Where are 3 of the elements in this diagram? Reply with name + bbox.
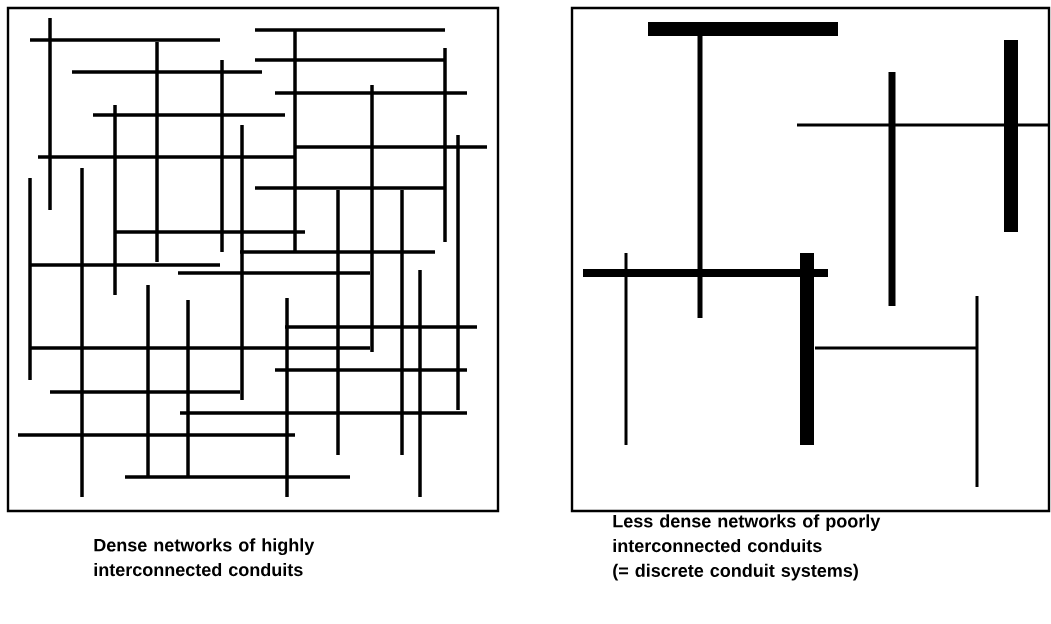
node-label: Less dense networks of poorly interconnected conduits [613,514,881,553]
node-label: (= discrete conduit systems) [613,563,858,581]
node-label: Dense networks of highly interconnected conduits [94,538,315,577]
